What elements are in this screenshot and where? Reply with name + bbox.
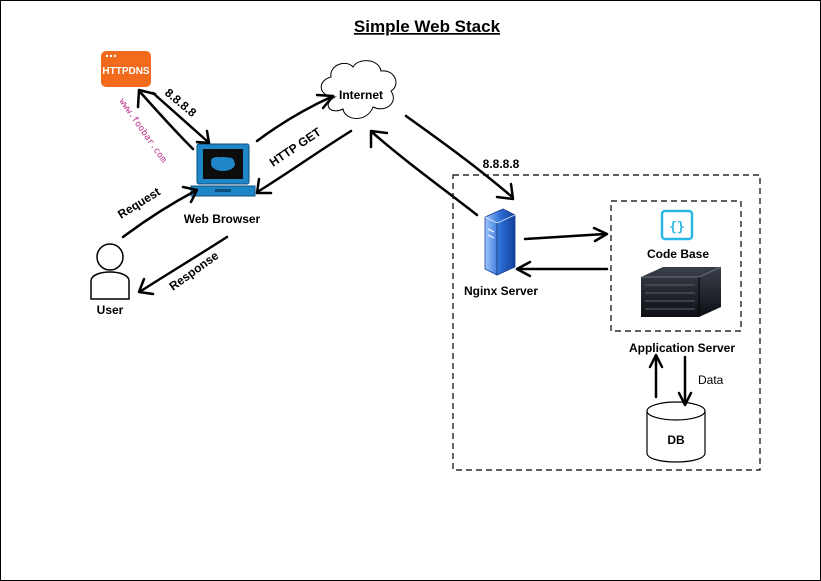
httpdns-logo-icon: HTTPDNS	[101, 51, 151, 87]
domain-watermark: www.foobar.com	[117, 97, 169, 165]
user-label: User	[97, 303, 124, 317]
server-rack-icon	[641, 266, 722, 317]
arrow-browser-to-user	[137, 235, 229, 296]
request-label: Request	[115, 185, 163, 222]
arrow-app-to-nginx	[515, 260, 609, 278]
computer-icon	[190, 143, 256, 197]
server-group-boundary	[452, 174, 761, 471]
code-base-label: Code Base	[647, 247, 709, 261]
code-braces-icon: {}	[660, 209, 694, 241]
cloud-icon	[320, 60, 397, 119]
arrow-db-to-app	[648, 353, 664, 399]
httpdns-label: HTTPDNS	[102, 66, 150, 77]
arrow-nginx-to-app	[523, 226, 609, 243]
db-label: DB	[667, 433, 685, 447]
application-server-label: Application Server	[629, 341, 735, 355]
person-icon	[90, 243, 130, 300]
page-title: Simple Web Stack	[354, 17, 501, 36]
arrow-internet-to-browser	[255, 129, 353, 195]
arrow-browser-to-dns	[136, 88, 195, 151]
internet-label: Internet	[339, 88, 383, 102]
data-label: Data	[698, 373, 724, 387]
arrow-user-to-browser	[121, 185, 199, 239]
arrow-dns-to-browser	[151, 91, 211, 145]
arrow-browser-to-internet	[255, 93, 335, 143]
code-icon-glyph: {}	[669, 220, 685, 235]
dns-ip-label: 8.8.8.8	[162, 86, 199, 121]
nginx-server-label: Nginx Server	[464, 284, 538, 298]
arrow-internet-to-nginx	[404, 114, 515, 201]
http-get-label: HTTP GET	[267, 124, 324, 169]
database-cylinder-icon	[646, 401, 706, 463]
arrow-app-to-db	[677, 355, 693, 407]
arrow-nginx-to-internet	[369, 129, 479, 217]
web-browser-label: Web Browser	[184, 212, 261, 226]
application-server-boundary	[610, 200, 742, 332]
server-tower-icon	[484, 208, 516, 276]
nginx-ip-label: 8.8.8.8	[483, 157, 520, 171]
